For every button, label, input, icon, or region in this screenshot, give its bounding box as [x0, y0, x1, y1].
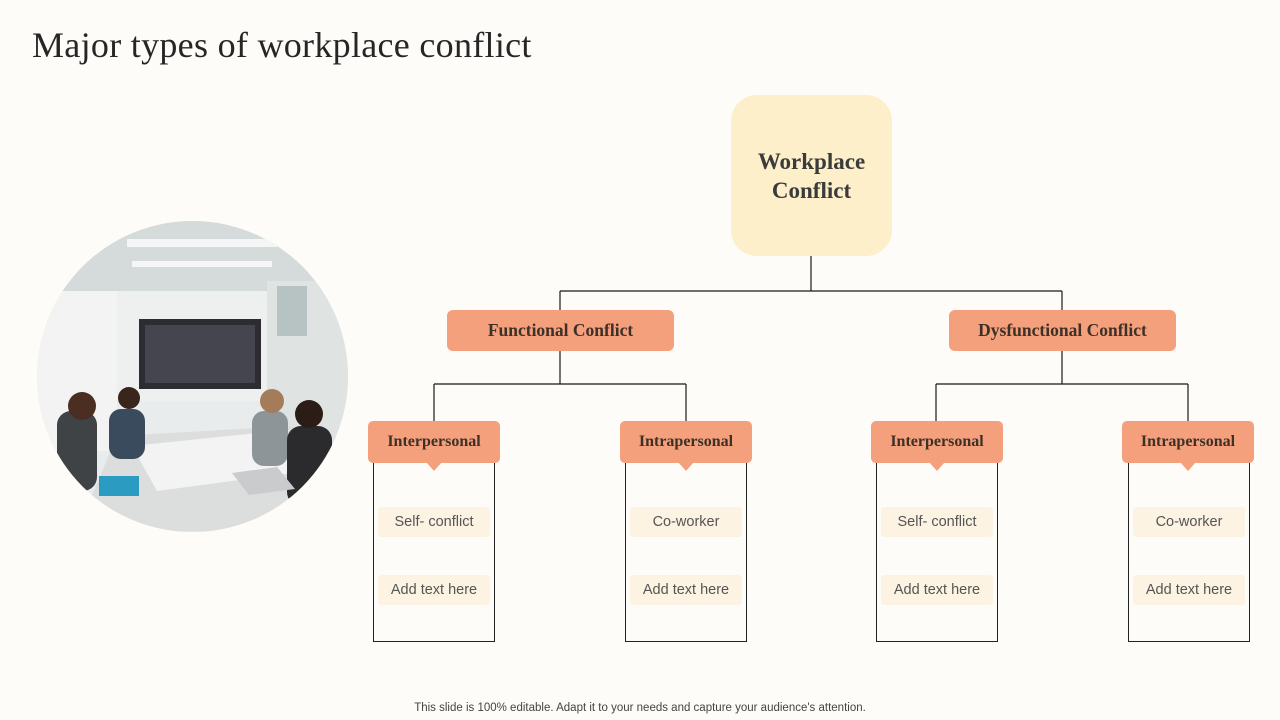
leaf-node-intrapersonal: Intrapersonal	[1122, 421, 1254, 471]
leaf-item: Add text here	[378, 575, 490, 605]
leaf-node-interpersonal: Interpersonal	[368, 421, 500, 471]
root-node-workplace-conflict: Workplace Conflict	[731, 95, 892, 256]
leaf-frame	[625, 440, 747, 642]
leaf-frame	[1128, 440, 1250, 642]
slide-footer-note: This slide is 100% editable. Adapt it to…	[414, 702, 866, 714]
leaf-item: Co-worker	[630, 507, 742, 537]
leaf-item: Add text here	[630, 575, 742, 605]
slide-title: Major types of workplace conflict	[32, 25, 532, 65]
team-meeting-photo	[37, 221, 348, 532]
leaf-node-interpersonal: Interpersonal	[871, 421, 1003, 471]
root-node-label-line2: Conflict	[771, 177, 852, 203]
leaf-item: Add text here	[881, 575, 993, 605]
root-node-label-line1: Workplace	[757, 148, 866, 174]
leaf-frame	[876, 440, 998, 642]
leaf-item: Co-worker	[1133, 507, 1245, 537]
leaf-item: Self- conflict	[378, 507, 490, 537]
leaf-node-intrapersonal: Intrapersonal	[620, 421, 752, 471]
leaf-item: Self- conflict	[881, 507, 993, 537]
branch-node-dysfunctional-conflict: Dysfunctional Conflict	[949, 310, 1176, 351]
leaf-item: Add text here	[1133, 575, 1245, 605]
leaf-frame	[373, 440, 495, 642]
branch-node-functional-conflict: Functional Conflict	[447, 310, 674, 351]
